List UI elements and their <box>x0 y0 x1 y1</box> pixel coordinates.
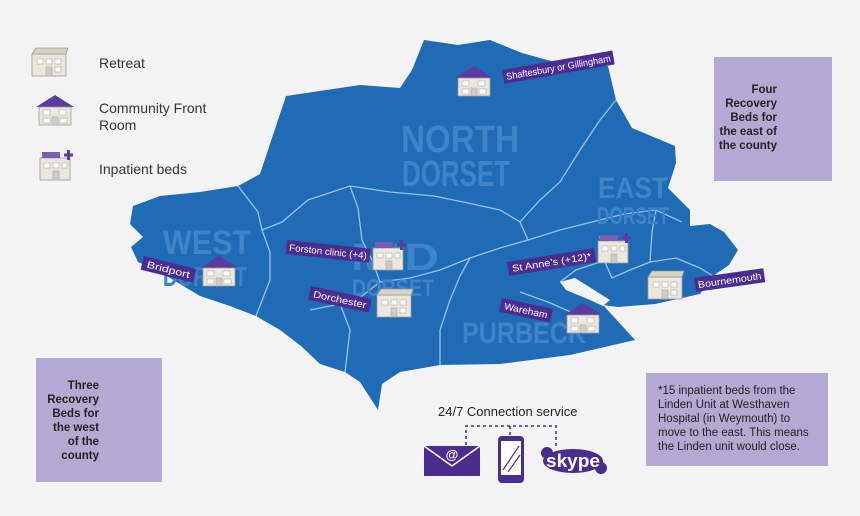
skype-icon: skype <box>541 447 607 474</box>
poole-harbour <box>560 278 610 306</box>
legend-retreat-icon <box>31 47 69 77</box>
west-recovery-beds-text: Three Recovery Beds for the west of the … <box>47 380 99 462</box>
region-labels: NORTH DORSET EAST DORSET WEST DORSET MID… <box>163 119 669 350</box>
forston-inpatient-beds-icon <box>372 239 407 271</box>
connection-service: @ skype <box>423 425 607 483</box>
st-annes-inpatient-beds-icon <box>597 232 632 264</box>
linden-unit-note-text: *15 inpatient beds from the Linden Unit … <box>658 385 809 453</box>
legend-inpatient-beds-label: Inpatient beds <box>99 161 187 177</box>
east-recovery-beds-box <box>714 57 832 181</box>
linden-unit-note-box <box>646 373 828 466</box>
email-at-symbol: @ <box>446 447 459 462</box>
dorchester-retreat-icon <box>376 288 414 318</box>
legend-community-front-room-icon <box>35 94 75 126</box>
west-recovery-beds-box <box>36 358 162 482</box>
region-purbeck: PURBECK <box>462 317 586 350</box>
phone-icon <box>498 436 524 483</box>
legend-community-front-room-label-line1: Community Front <box>99 100 207 116</box>
connection-service-label: 24/7 Connection service <box>438 404 578 419</box>
legend-retreat-label: Retreat <box>99 55 145 71</box>
bournemouth-retreat-icon <box>647 270 685 300</box>
legend-inpatient-beds-icon <box>39 149 74 181</box>
email-icon: @ <box>423 445 481 476</box>
region-north-dorset-line1: NORTH <box>401 119 519 161</box>
region-west-dorset-line1: WEST <box>163 224 251 262</box>
region-east-dorset-line1: EAST <box>598 172 668 205</box>
east-recovery-beds-text: Four Recovery Beds for the east of the c… <box>718 84 777 152</box>
skype-text: skype <box>546 451 600 471</box>
legend-community-front-room-label-line2: Room <box>99 117 137 133</box>
connection-lines <box>465 425 557 457</box>
region-east-dorset-line2: DORSET <box>597 203 669 230</box>
region-north-dorset-line2: DORSET <box>402 153 510 194</box>
